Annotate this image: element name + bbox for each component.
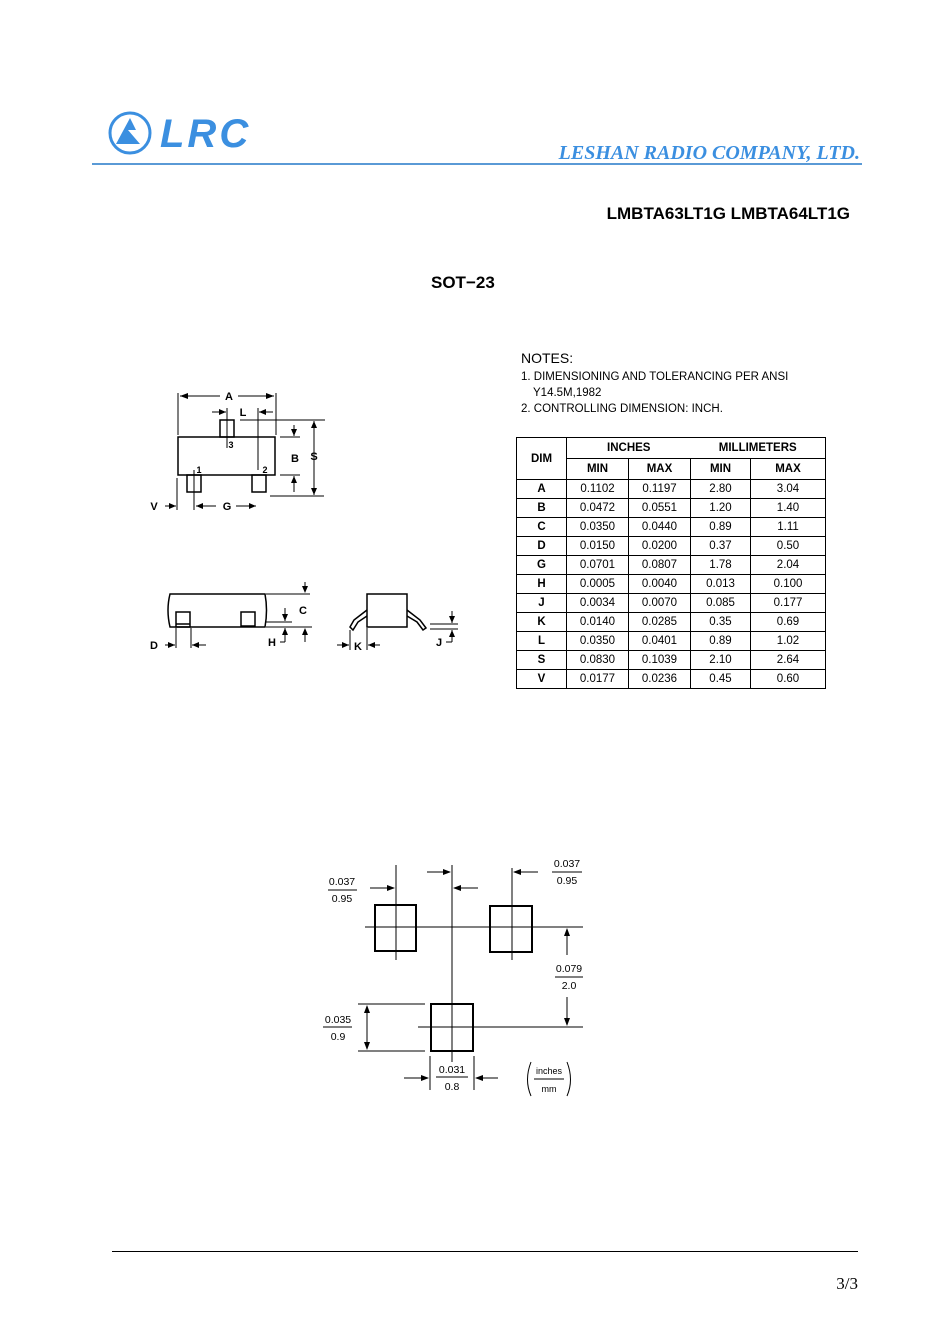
- note-2: 2. CONTROLLING DIMENSION: INCH.: [521, 403, 723, 415]
- value-cell: 0.177: [750, 593, 826, 613]
- value-cell: 0.100: [750, 574, 826, 594]
- value-cell: 0.0701: [566, 555, 629, 575]
- part-numbers: LMBTA63LT1G LMBTA64LT1G: [606, 204, 850, 223]
- note-1-cont: Y14.5M,1982: [533, 387, 602, 399]
- fp-dim5-mm: 0.8: [445, 1081, 460, 1093]
- dimension-table: DIM INCHES MILLIMETERS MIN MAX MIN MAX A…: [516, 437, 826, 689]
- top-view: [165, 393, 325, 510]
- inches-header: INCHES: [566, 437, 691, 459]
- lrc-logo-icon: [108, 111, 152, 155]
- value-cell: 0.0350: [566, 631, 629, 651]
- label-L: L: [240, 407, 247, 419]
- side-view: [165, 582, 312, 648]
- fp-dim3-mm: 2.0: [562, 980, 577, 992]
- package-title: SOT−23: [431, 273, 495, 292]
- value-cell: 0.0551: [628, 498, 691, 518]
- label-G: G: [223, 501, 232, 513]
- fp-dim4-mm: 0.9: [331, 1031, 346, 1043]
- fp-dim5-in: 0.031: [439, 1064, 465, 1076]
- label-K: K: [354, 641, 362, 653]
- value-cell: 0.0350: [566, 517, 629, 537]
- logo-text: LRC: [160, 112, 252, 156]
- label-D: D: [150, 640, 158, 652]
- notes: NOTES: 1. DIMENSIONING AND TOLERANCING P…: [521, 349, 788, 419]
- value-cell: 0.0150: [566, 536, 629, 556]
- value-cell: 2.64: [750, 650, 826, 670]
- notes-title: NOTES:: [521, 350, 574, 366]
- pin-2-label: 2: [262, 465, 267, 475]
- label-S: S: [310, 451, 317, 463]
- fp-dim3-in: 0.079: [556, 963, 582, 975]
- value-cell: 0.1039: [628, 650, 691, 670]
- value-cell: 0.1102: [566, 479, 629, 499]
- footprint-drawing: [323, 865, 583, 1097]
- note-1: 1. DIMENSIONING AND TOLERANCING PER ANSI: [521, 371, 789, 383]
- fp-unit-in: inches: [536, 1066, 563, 1076]
- header-divider: [92, 163, 862, 165]
- label-B: B: [291, 453, 299, 465]
- label-J: J: [436, 637, 442, 649]
- end-view: [337, 593, 458, 650]
- pin-3-label: 3: [228, 440, 233, 450]
- fp-dim2-in: 0.037: [554, 858, 580, 870]
- fp-dim1-in: 0.037: [329, 876, 355, 888]
- value-cell: 0.0177: [566, 669, 629, 689]
- pin-1-label: 1: [196, 465, 201, 475]
- footer-divider: [112, 1251, 858, 1252]
- value-cell: 0.0236: [628, 669, 691, 689]
- value-cell: 0.0140: [566, 612, 629, 632]
- max-header: MAX: [628, 458, 691, 480]
- fp-dim4-in: 0.035: [325, 1014, 351, 1026]
- fp-dim1-mm: 0.95: [332, 893, 353, 905]
- value-cell: 0.0830: [566, 650, 629, 670]
- label-A: A: [225, 391, 233, 403]
- value-cell: 2.04: [750, 555, 826, 575]
- label-V: V: [150, 501, 158, 513]
- value-cell: 0.60: [750, 669, 826, 689]
- value-cell: 0.45: [690, 669, 751, 689]
- page-number: 3/3: [836, 1274, 858, 1293]
- fp-unit-mm: mm: [542, 1084, 557, 1094]
- label-C: C: [299, 605, 307, 617]
- label-H: H: [268, 637, 276, 649]
- fp-dim2-mm: 0.95: [557, 875, 578, 887]
- value-cell: 0.37: [690, 536, 751, 556]
- company-name: LESHAN RADIO COMPANY, LTD.: [558, 142, 860, 164]
- value-cell: 0.69: [750, 612, 826, 632]
